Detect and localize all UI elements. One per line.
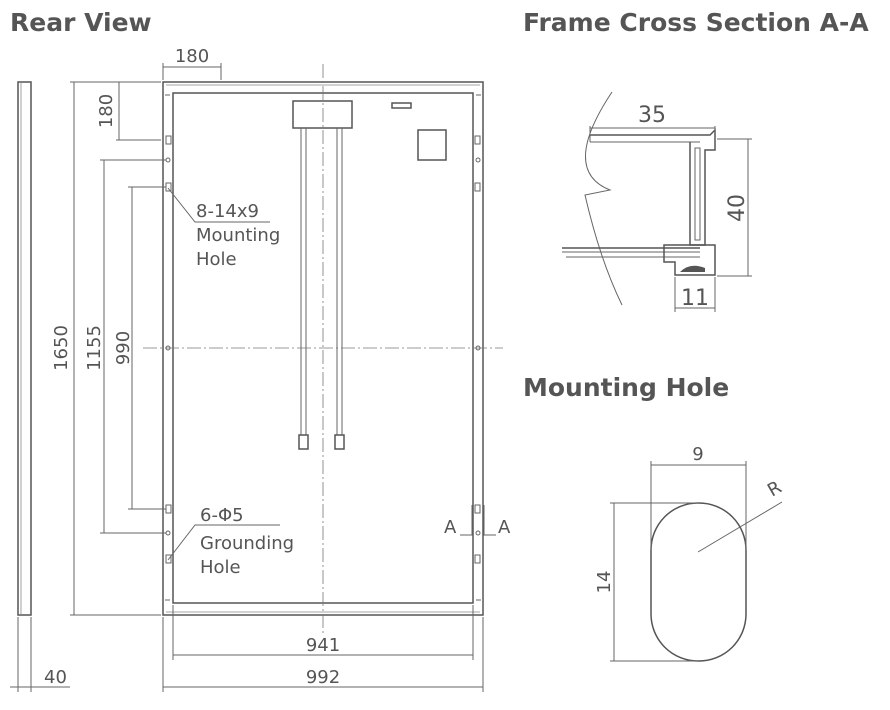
dim-width-inner: 941 (306, 635, 340, 656)
mounting-label-1: Mounting (196, 225, 280, 246)
break-line (584, 91, 623, 306)
cross-section-title: Frame Cross Section A-A (523, 8, 869, 37)
side-profile (17, 81, 32, 616)
dim-left-offset: 180 (175, 46, 209, 67)
grounding-label-2: Hole (200, 557, 241, 578)
dim-hole-radius: R (764, 477, 785, 501)
dim-section-height: 40 (725, 194, 750, 222)
dim-section-lip: 11 (681, 286, 709, 311)
mounting-hole-detail: 9 14 R (594, 444, 785, 662)
connector-negative (298, 434, 309, 450)
dim-section-width: 35 (638, 103, 666, 128)
mounting-label-2: Hole (196, 249, 237, 270)
grounding-label-1: Grounding (200, 533, 294, 554)
dim-width-overall: 992 (306, 667, 340, 688)
dim-thickness: 40 (44, 667, 67, 688)
cross-section-drawing: 35 40 11 (562, 91, 752, 312)
dim-grounding-spacing: 1155 (84, 325, 105, 371)
mounting-spec: 8-14x9 (196, 201, 259, 222)
dim-top-offset: 180 (96, 94, 117, 128)
slot-outline (650, 502, 747, 662)
section-mark-left: A (444, 517, 457, 538)
connector-positive (334, 434, 345, 450)
rear-view-title: Rear View (10, 8, 152, 37)
dim-hole-height: 14 (594, 571, 615, 594)
rear-view: 180 180 1650 1155 990 8-14x9 Mounting Ho… (10, 46, 511, 692)
nameplate (417, 129, 447, 161)
section-mark-right: A (498, 517, 511, 538)
label-slot (391, 102, 412, 109)
dim-height-overall: 1650 (51, 325, 72, 371)
grounding-spec: 6-Φ5 (200, 505, 244, 526)
frame-profile (689, 140, 716, 246)
mounting-hole-title: Mounting Hole (523, 373, 729, 402)
junction-box (292, 100, 353, 129)
dim-mounting-spacing: 990 (113, 331, 134, 365)
dim-hole-width: 9 (692, 444, 703, 465)
